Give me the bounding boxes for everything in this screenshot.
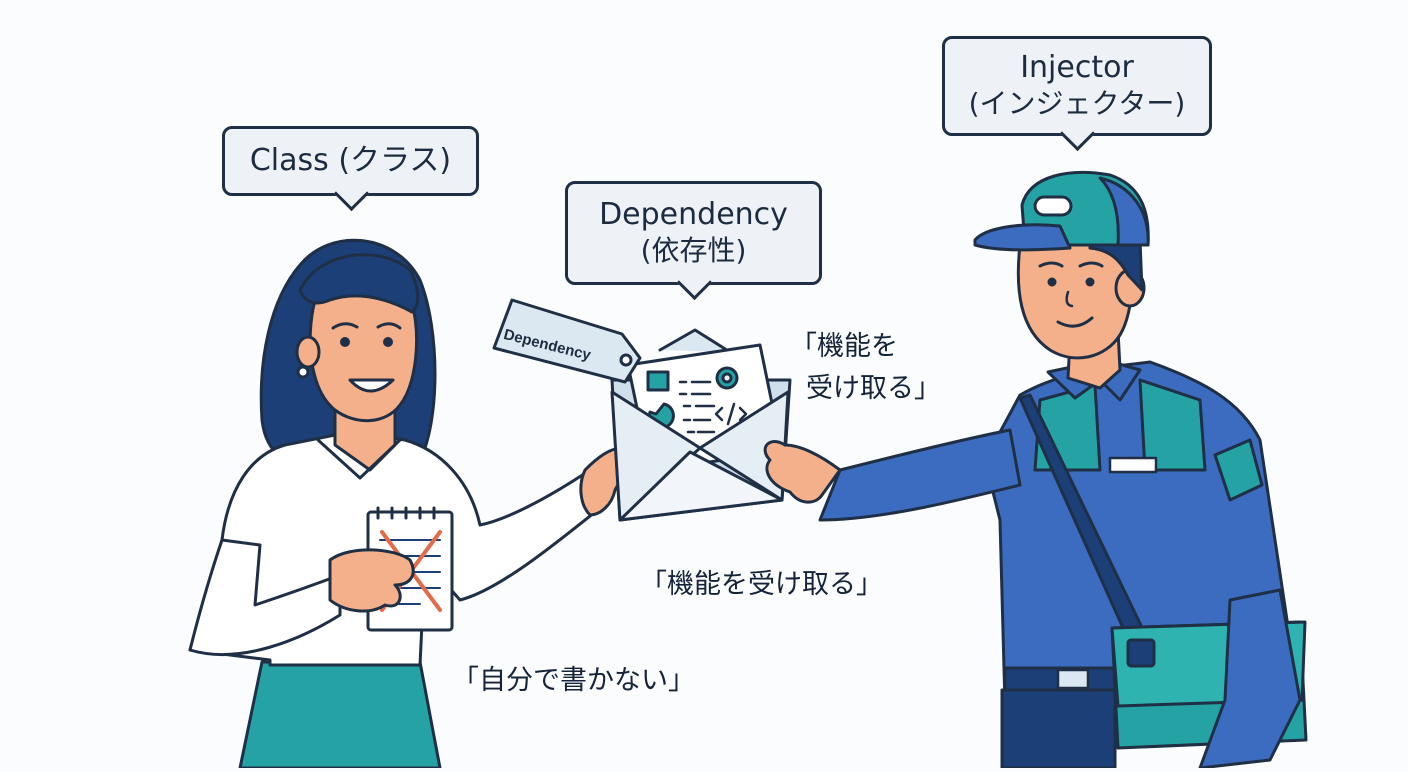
courier-figure: [763, 171, 1308, 770]
quote-receive-stacked-line2: 受け取る」: [806, 373, 941, 404]
dependency-bubble-line1: Dependency: [599, 197, 788, 232]
code-icon: [714, 402, 748, 426]
cap-icon: [973, 171, 1150, 252]
woman-figure: [188, 238, 629, 770]
injector-bubble-line1: Injector: [1020, 50, 1134, 85]
injector-speech-bubble: Injector (インジェクター): [942, 36, 1212, 152]
quote-receive-inline: 「機能を受け取る」: [640, 569, 883, 600]
class-speech-bubble: Class (クラス): [222, 126, 479, 212]
envelope-icon: [610, 328, 792, 522]
quote-receive-stacked-line1: 「機能を: [790, 331, 898, 362]
dependency-tag: [492, 298, 642, 384]
name-badge: [1108, 456, 1158, 474]
class-bubble-text: Class (クラス): [249, 143, 452, 178]
box-icon: [646, 370, 670, 392]
quote-not-write-self: 「自分で書かない」: [452, 665, 695, 696]
dependency-speech-bubble: Dependency (依存性): [565, 181, 822, 301]
dependency-bubble-line2: (依存性): [640, 234, 747, 267]
injector-bubble-line2: (インジェクター): [968, 87, 1186, 120]
list-icon: [678, 380, 716, 408]
